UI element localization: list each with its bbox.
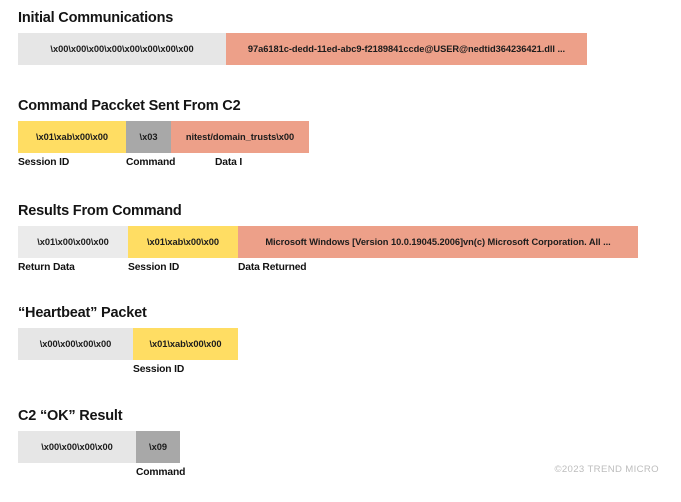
field-null-padding: \x00\x00\x00\x00\x00\x00\x00\x00	[18, 33, 226, 65]
section-title: Command Paccket Sent From C2	[18, 98, 241, 114]
field-labels: Session ID Command Data I	[18, 157, 309, 175]
field-return-data: \x01\x00\x00\x00	[18, 226, 128, 258]
label-session-id: Session ID	[128, 262, 180, 273]
packet-row: \x00\x00\x00\x00 \x01\xab\x00\x00	[18, 328, 238, 360]
label-command: Command	[136, 467, 186, 478]
section-c2-ok-result: C2 “OK” Result \x00\x00\x00\x00 \x09 Com…	[18, 408, 185, 485]
section-title: “Heartbeat” Packet	[18, 305, 147, 321]
copyright-notice: ©2023 TREND MICRO	[554, 464, 659, 475]
field-command: \x09	[136, 431, 180, 463]
field-labels: Session ID	[18, 364, 238, 382]
section-title: C2 “OK” Result	[18, 408, 123, 424]
section-title: Results From Command	[18, 203, 182, 219]
section-initial-communications: Initial Communications \x00\x00\x00\x00\…	[18, 10, 587, 65]
section-title: Initial Communications	[18, 10, 174, 26]
section-command-packet-sent-from-c2: Command Paccket Sent From C2 \x01\xab\x0…	[18, 98, 309, 175]
field-labels: Command	[18, 467, 185, 485]
label-session-id: Session ID	[18, 157, 70, 168]
field-command: \x03	[126, 121, 171, 153]
packet-row: \x01\x00\x00\x00 \x01\xab\x00\x00 Micros…	[18, 226, 638, 258]
label-command: Command	[126, 157, 176, 168]
label-return-data: Return Data	[18, 262, 75, 273]
field-session-id: \x01\xab\x00\x00	[133, 328, 238, 360]
packet-row: \x00\x00\x00\x00\x00\x00\x00\x00 97a6181…	[18, 33, 587, 65]
section-results-from-command: Results From Command \x01\x00\x00\x00 \x…	[18, 203, 638, 280]
packet-row: \x01\xab\x00\x00 \x03 nitest/domain_trus…	[18, 121, 309, 153]
section-heartbeat-packet: “Heartbeat” Packet \x00\x00\x00\x00 \x01…	[18, 305, 238, 382]
field-null-padding: \x00\x00\x00\x00	[18, 431, 136, 463]
packet-row: \x00\x00\x00\x00 \x09	[18, 431, 180, 463]
field-session-id: \x01\xab\x00\x00	[18, 121, 126, 153]
field-null-padding: \x00\x00\x00\x00	[18, 328, 133, 360]
label-session-id: Session ID	[133, 364, 185, 375]
field-payload: 97a6181c-dedd-11ed-abc9-f2189841ccde@USE…	[226, 33, 587, 65]
field-data-returned: Microsoft Windows [Version 10.0.19045.20…	[238, 226, 638, 258]
label-data-returned: Data Returned	[238, 262, 307, 273]
field-labels: Return Data Session ID Data Returned	[18, 262, 638, 280]
label-data-in: Data I	[215, 157, 243, 168]
field-data-in: nitest/domain_trusts\x00	[171, 121, 309, 153]
field-session-id: \x01\xab\x00\x00	[128, 226, 238, 258]
